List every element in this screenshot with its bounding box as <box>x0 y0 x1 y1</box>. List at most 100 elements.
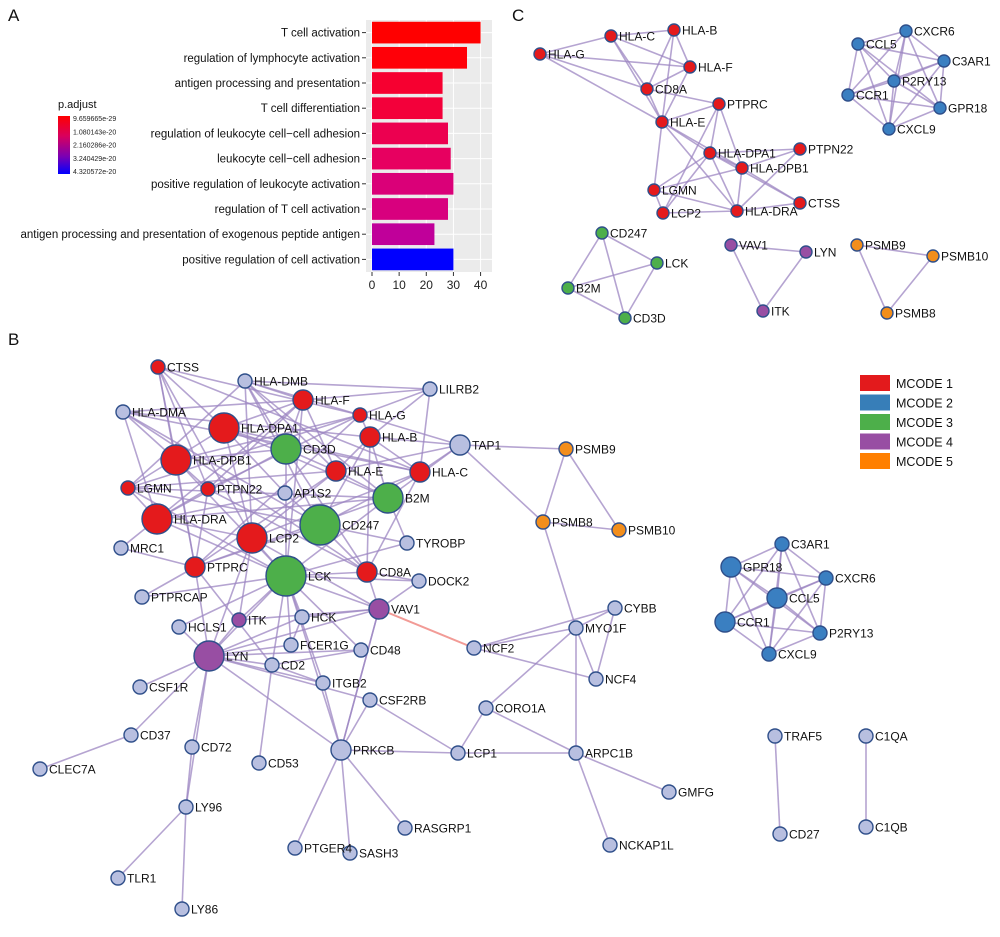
edge-prkcb-sash3 <box>340 749 351 854</box>
node-label-lcp2: LCP2 <box>671 207 701 221</box>
edge-vav1-itk <box>730 244 764 312</box>
node-label-ptprcap: PTPRCAP <box>151 591 208 605</box>
edge-ncf2-cybb <box>473 607 616 649</box>
node-hla-b <box>359 426 381 448</box>
node-mrc1 <box>113 540 129 556</box>
node-cd72 <box>184 739 200 755</box>
edge-cd37-clec7a <box>39 734 132 770</box>
node-label-mrc1: MRC1 <box>130 542 164 556</box>
edge-cd3d-hla-dpb1 <box>175 448 287 461</box>
node-label-b2m: B2M <box>576 282 601 296</box>
edge-arpc1b-nckap1l <box>575 752 611 846</box>
edge-ccl5-ccr1 <box>847 43 859 96</box>
node-label-dock2: DOCK2 <box>428 575 470 589</box>
node-label-hla-dra: HLA-DRA <box>174 513 227 527</box>
x-tick-label: 10 <box>392 278 406 292</box>
edge-lilrb2-hla-c <box>419 388 431 473</box>
node-label-psmb8: PSMB8 <box>552 516 593 530</box>
bar-antigen-processing-and-presentation-of-exogenous-peptide-antigen <box>372 223 435 246</box>
node-label-lyn: LYN <box>226 650 248 664</box>
edge-p2ry13-cxcl9 <box>888 80 895 130</box>
node-prkcb <box>330 739 352 761</box>
node-hcls1 <box>171 619 187 635</box>
node-label-itgb2: ITGB2 <box>332 677 367 691</box>
node-hla-dma <box>115 404 131 420</box>
node-label-psmb9: PSMB9 <box>575 443 616 457</box>
edge-tap1-hla-g <box>359 414 461 446</box>
node-cxcr6 <box>818 570 834 586</box>
edge-psmb10-psmb8 <box>886 255 934 314</box>
node-cd8a <box>356 561 378 583</box>
bar-t-cell-differentiation <box>372 97 443 120</box>
node-c1qb <box>858 819 874 835</box>
node-hla-dra <box>141 503 173 535</box>
node-label-hla-dpa1: HLA-DPA1 <box>718 147 776 161</box>
node-hla-f <box>683 60 697 74</box>
edge-lilrb2-hla-f <box>302 388 431 401</box>
node-ctss <box>793 196 807 210</box>
node-label-cd48: CD48 <box>370 644 401 658</box>
edge-lck-b2m <box>567 262 658 289</box>
node-label-ccr1: CCR1 <box>737 616 770 630</box>
node-hla-g <box>352 407 368 423</box>
edge-lgmn-cd247 <box>127 487 321 526</box>
edge-dock2-lck <box>285 575 420 582</box>
edge-hla-dmb-b2m <box>244 380 389 499</box>
node-ly86 <box>174 901 190 917</box>
edge-psmb9-psmb8 <box>856 244 888 314</box>
edge-hla-c-hla-b <box>610 29 675 37</box>
legend-label-mcode-2: MCODE 2 <box>896 397 953 411</box>
edge-lilrb2-hla-dmb <box>244 380 431 390</box>
edge-ccr1-gpr18 <box>847 94 941 109</box>
node-label-tap1: TAP1 <box>472 439 501 453</box>
node-label-cxcl9: CXCL9 <box>778 648 817 662</box>
category-label: positive regulation of cell activation <box>182 254 360 266</box>
node-label-cd27: CD27 <box>789 828 820 842</box>
category-label: regulation of leukocyte cell−cell adhesi… <box>151 128 360 140</box>
edge-p2ry13-ccr1 <box>847 80 895 96</box>
legend-label-mcode-5: MCODE 5 <box>896 455 953 469</box>
edge-csf2rb-lcp1 <box>369 699 459 754</box>
edge-ap1s2-hla-dra <box>156 492 286 520</box>
edge-cd2-cd48 <box>271 649 362 666</box>
edge-lilrb2-hla-b <box>369 388 431 438</box>
edge-gpr18-cxcr6 <box>730 566 827 579</box>
edge-vav1-ncf2 <box>378 608 475 649</box>
node-hla-dpa1 <box>703 146 717 160</box>
node-hla-f <box>292 389 314 411</box>
edge-hla-g-cd8a <box>539 53 648 90</box>
node-cd53 <box>251 755 267 771</box>
node-label-itk: ITK <box>771 305 790 319</box>
bar-regulation-of-lymphocyte-activation <box>372 46 467 69</box>
node-cd8a <box>640 82 654 96</box>
node-hla-dpb1 <box>160 444 192 476</box>
node-label-hla-g: HLA-G <box>369 409 406 423</box>
node-label-cd2: CD2 <box>281 659 305 673</box>
node-fcer1g <box>283 637 299 653</box>
edge-gpr18-cxcl9 <box>888 107 941 130</box>
edge-lilrb2-hla-g <box>359 388 431 416</box>
node-ccr1 <box>841 88 855 102</box>
node-label-p2ry13: P2RY13 <box>829 627 874 641</box>
node-hla-e <box>655 115 669 129</box>
edge-arpc1b-gmfg <box>575 752 670 793</box>
edge-prkcb-lcp1 <box>340 749 459 754</box>
edge-c3ar1-gpr18 <box>939 60 945 109</box>
edge-lyn-csf2rb <box>208 655 371 701</box>
edge-ctss-hla-g <box>157 366 361 416</box>
edge-lgmn-lck <box>127 487 287 577</box>
node-label-ly96: LY96 <box>195 801 222 815</box>
node-ccl5 <box>766 587 788 609</box>
node-label-clec7a: CLEC7A <box>49 763 96 777</box>
edge-ly96-ly86 <box>181 806 187 910</box>
category-label: regulation of T cell activation <box>215 204 360 216</box>
edge-hla-dma-hla-c <box>122 411 421 473</box>
node-label-cd8a: CD8A <box>655 83 687 97</box>
edge-lyn-itk <box>762 251 807 312</box>
node-label-gpr18: GPR18 <box>743 561 783 575</box>
category-label: antigen processing and presentation <box>175 78 360 90</box>
edge-tap1-hla-e <box>335 444 461 472</box>
edge-hla-dpa1-lgmn <box>653 152 711 191</box>
edge-hla-e-lgmn <box>653 121 663 191</box>
